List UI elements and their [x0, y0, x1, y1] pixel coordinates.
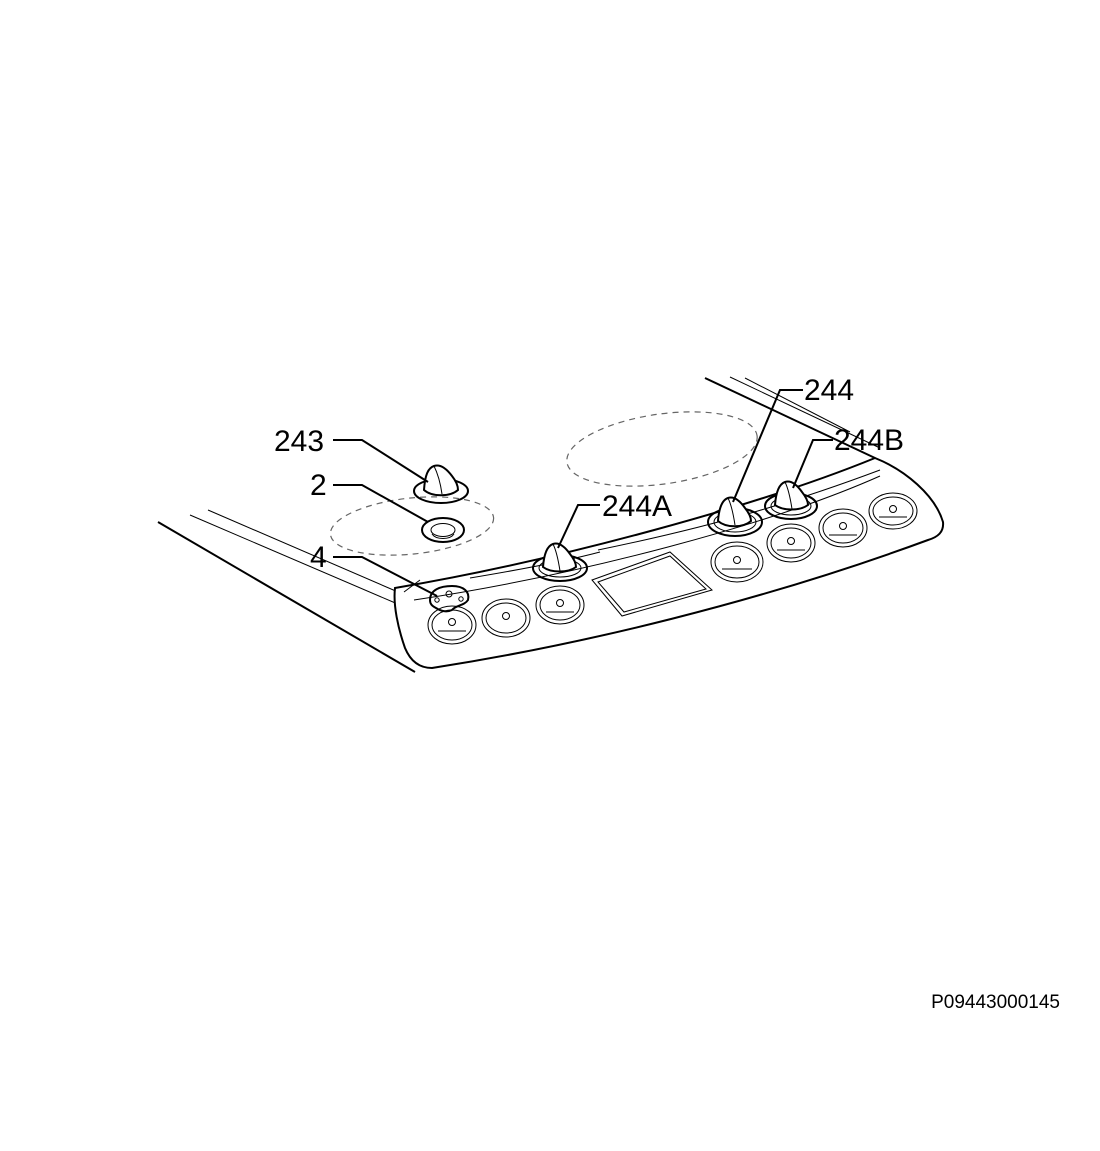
panel-button [481, 598, 531, 638]
panel-button [710, 541, 764, 583]
part-244B-knob [764, 480, 818, 520]
part-244A-knob [532, 542, 588, 582]
panel-button [427, 605, 477, 645]
part-4-clip [428, 584, 470, 613]
panel-button [766, 523, 816, 563]
part-2-seal [421, 517, 465, 543]
cooking-zone-left [329, 496, 495, 556]
callout-243: 243 [274, 425, 324, 458]
panel-button [818, 508, 868, 548]
panel-button [868, 492, 918, 530]
leader-244A [557, 504, 600, 549]
hob-surface [157, 376, 881, 673]
part-243-knob [413, 464, 469, 504]
callout-244: 244 [804, 374, 854, 407]
part-244-knob [707, 496, 763, 537]
callout-244A: 244A [602, 490, 672, 523]
leader-2 [333, 484, 429, 523]
leader-4 [333, 556, 438, 597]
leader-243 [333, 439, 429, 483]
callout-4: 4 [310, 541, 327, 574]
panel-buttons [427, 492, 918, 645]
cooking-zone-right [566, 411, 758, 487]
callout-2: 2 [310, 469, 327, 502]
display-window [591, 551, 714, 617]
callout-244B: 244B [834, 424, 904, 457]
callout-labels: 243 2 4 244A 244 244B [274, 374, 904, 574]
reference-code: P09443000145 [931, 992, 1060, 1013]
panel-button [535, 585, 585, 625]
leader-lines [333, 389, 833, 597]
cooking-zones [329, 411, 758, 556]
leader-244 [732, 389, 803, 503]
leader-244B [792, 439, 833, 489]
